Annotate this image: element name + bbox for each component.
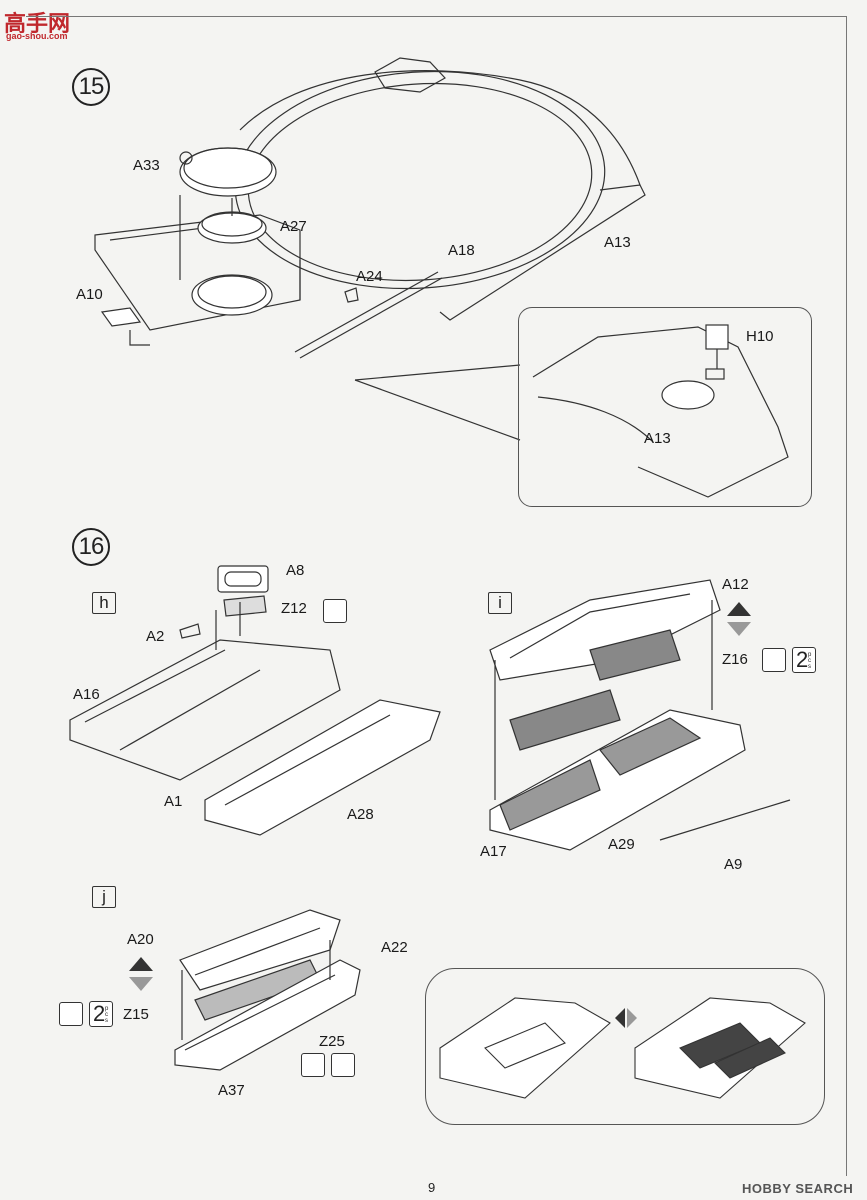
step-15-inset (518, 307, 812, 507)
glue-icon (59, 1002, 83, 1026)
part-label-a8: A8 (286, 562, 305, 579)
part-label-z12: Z12 (281, 600, 307, 617)
comparison-diagram (439, 997, 806, 1099)
color-change-arrow-icon (129, 957, 153, 991)
part-label-a27: A27 (280, 218, 307, 235)
part-label-z25: Z25 (319, 1033, 345, 1050)
part-label-a16: A16 (73, 686, 100, 703)
inset-label-a13: A13 (644, 430, 671, 447)
color-change-arrow-icon (727, 602, 751, 636)
brand-watermark: HOBBY SEARCH (742, 1181, 854, 1196)
glue-icon (323, 599, 347, 623)
page-border-right (846, 16, 847, 1176)
substep-i-tag: i (488, 592, 512, 614)
part-label-a37: A37 (218, 1082, 245, 1099)
part-label-a10: A10 (76, 286, 103, 303)
inset-label-h10: H10 (746, 328, 774, 345)
part-label-a1: A1 (164, 793, 183, 810)
page-border-top (26, 16, 846, 17)
glue-icon (331, 1053, 355, 1077)
watermark-logo: 高手网 (4, 11, 71, 36)
part-label-a18: A18 (448, 242, 475, 259)
substep-i-diagram (489, 579, 791, 851)
part-label-z15: Z15 (123, 1006, 149, 1023)
part-label-a13: A13 (604, 234, 631, 251)
watermark-url: gao-shou.com (6, 31, 68, 41)
part-label-a9: A9 (724, 856, 743, 873)
part-label-a17: A17 (480, 843, 507, 860)
part-label-a2: A2 (146, 628, 165, 645)
step-15-inset-diagram (532, 324, 789, 498)
substep-h-diagram (69, 565, 441, 836)
part-label-a12: A12 (722, 576, 749, 593)
part-label-a28: A28 (347, 806, 374, 823)
glue-icon (762, 648, 786, 672)
comparison-inset (425, 968, 825, 1125)
part-label-z16: Z16 (722, 651, 748, 668)
part-label-a29: A29 (608, 836, 635, 853)
step-16-number: 16 (72, 528, 110, 566)
substep-h-tag: h (92, 592, 116, 614)
part-label-a22: A22 (381, 939, 408, 956)
part-label-a33: A33 (133, 157, 160, 174)
page-number: 9 (428, 1180, 436, 1195)
part-label-a20: A20 (127, 931, 154, 948)
step-15-number: 15 (72, 68, 110, 106)
substep-j-diagram (174, 909, 361, 1071)
substep-j-tag: j (92, 886, 116, 908)
part-label-a24: A24 (356, 268, 383, 285)
bend-icon (301, 1053, 325, 1077)
step-15-hull-diagram (94, 57, 646, 441)
